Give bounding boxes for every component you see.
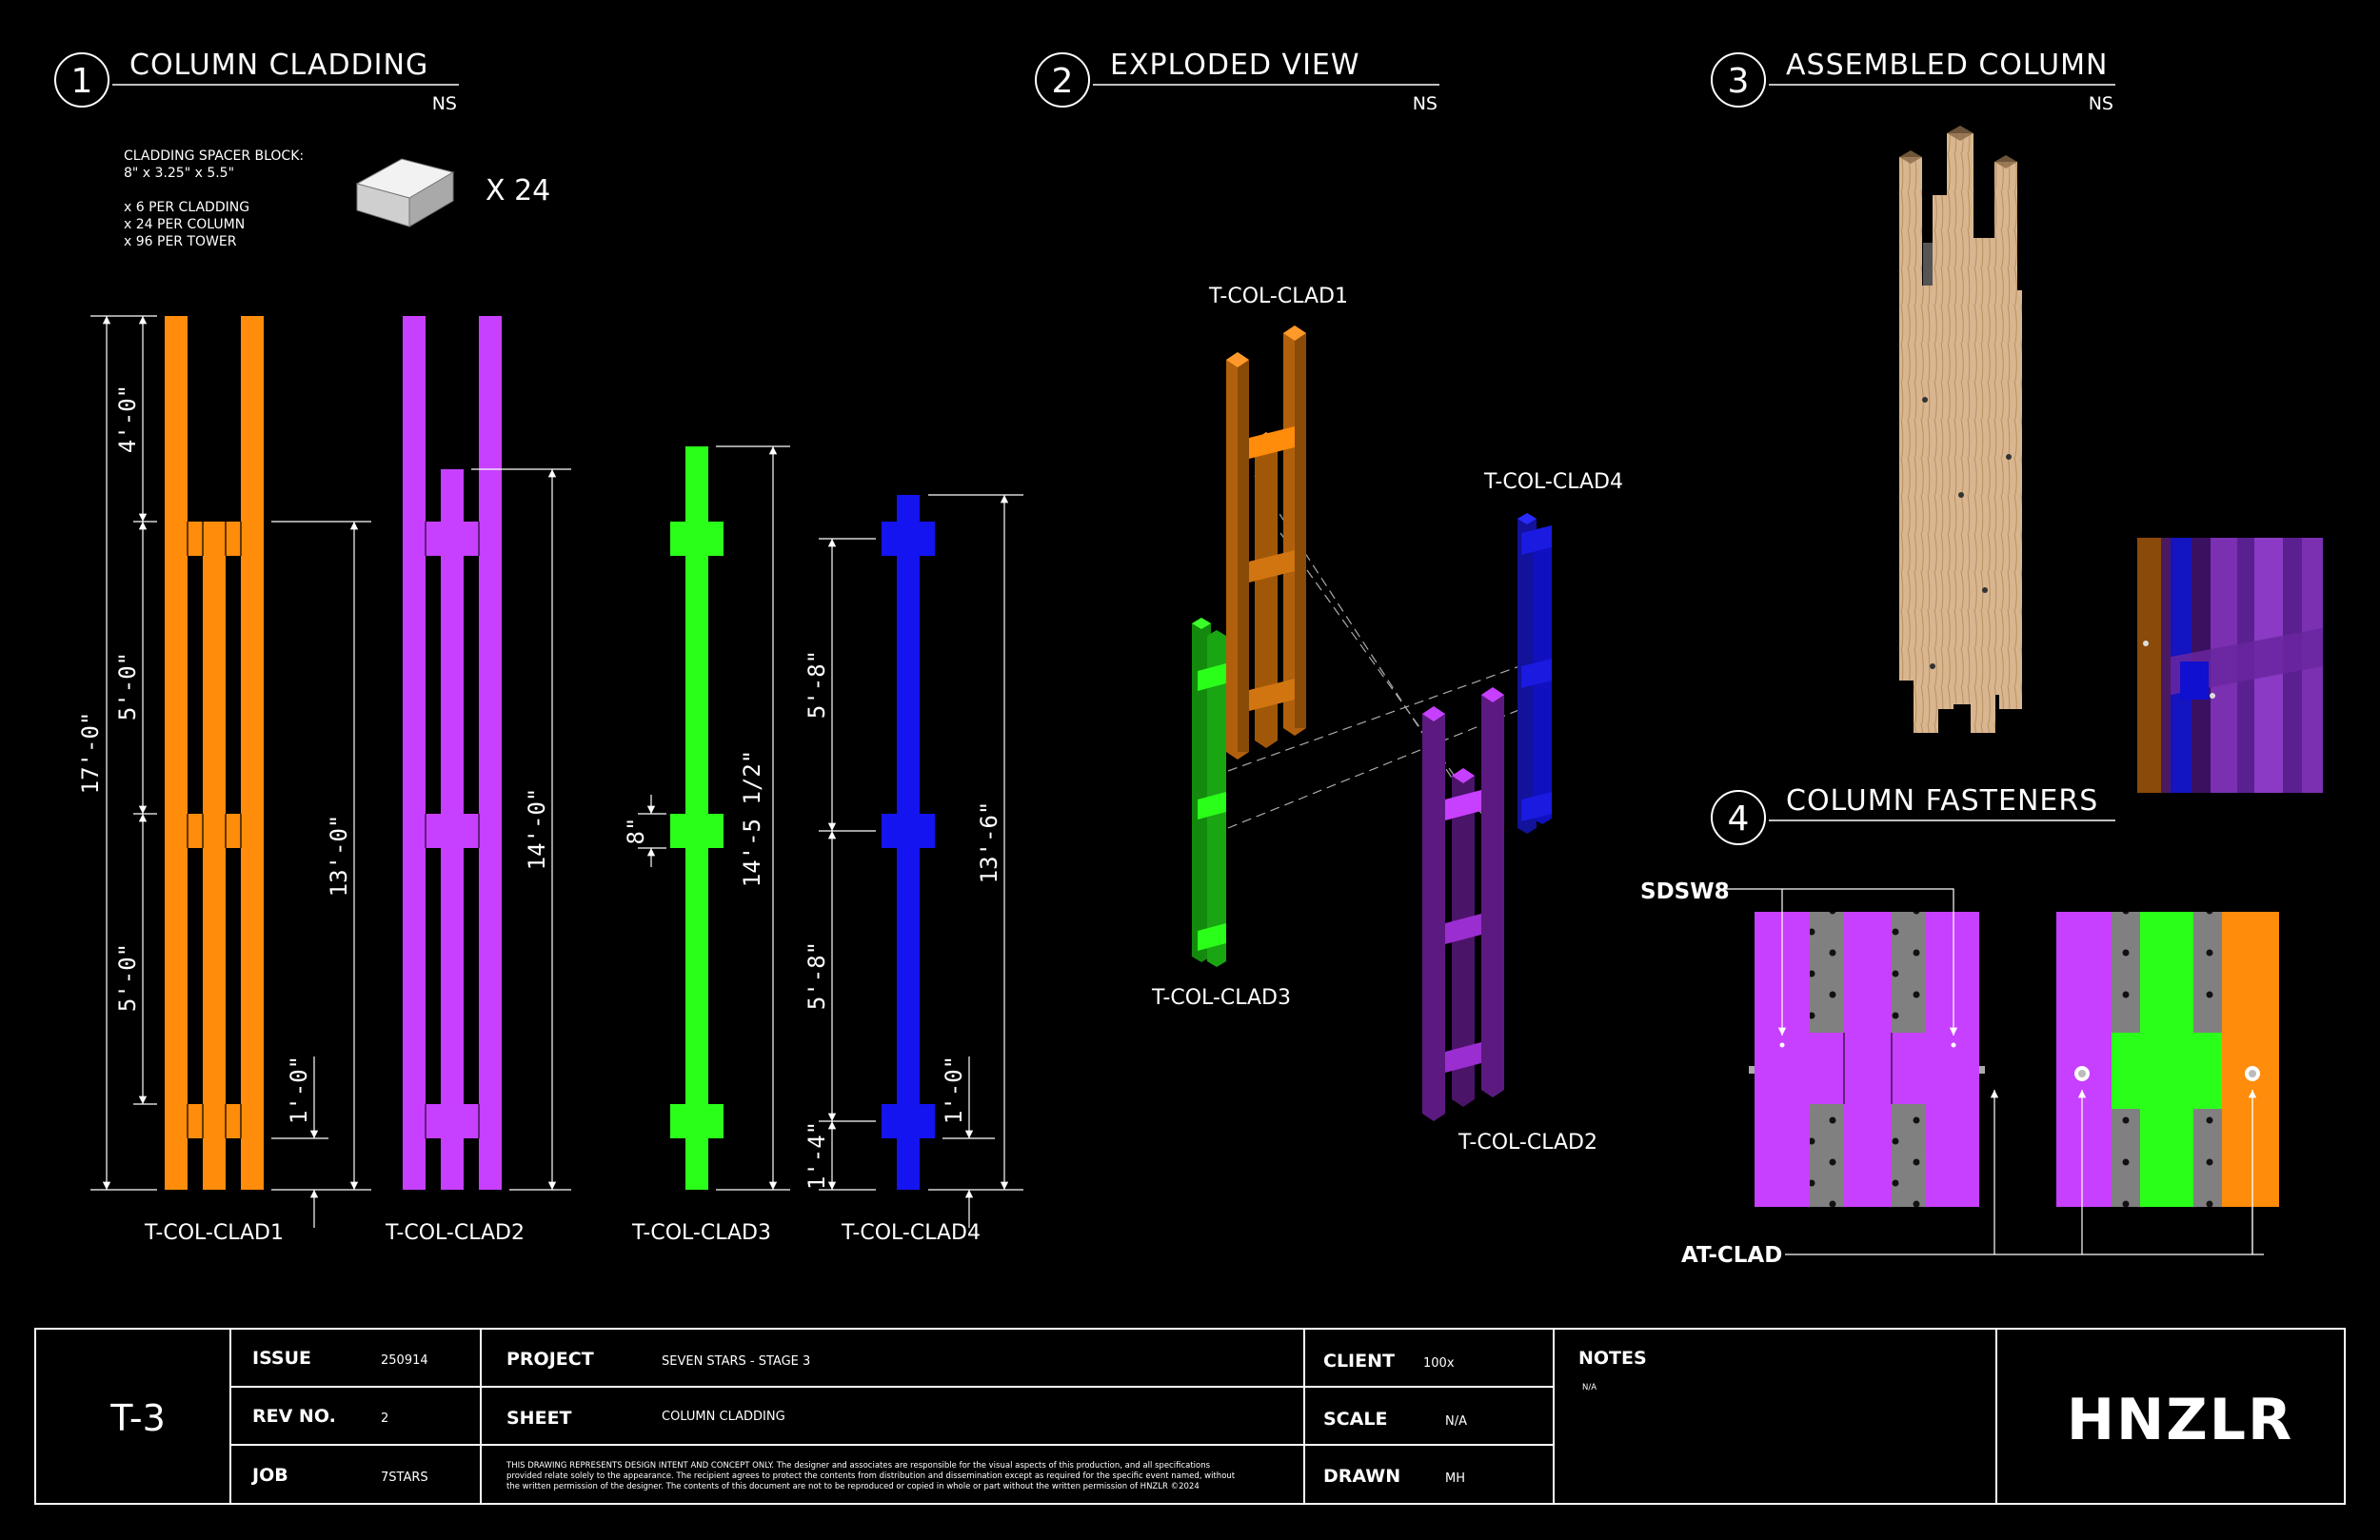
dim-middle-segment-1: 5'-0" [114,652,141,721]
spacer-block-icon [355,158,455,227]
label-clad4: T-COL-CLAD4 [841,1221,981,1245]
hnzlr-logo: HNZLR [2067,1387,2293,1453]
job-label: JOB [250,1465,288,1486]
spacer-per-tower: x 96 PER TOWER [124,234,237,249]
client-label: CLIENT [1323,1351,1395,1372]
drawn-value: MH [1445,1471,1465,1486]
section-1-number: 1 [71,62,93,101]
exploded-clad4 [1517,513,1552,834]
section-3-number: 3 [1728,62,1750,101]
dim-top-segment: 4'-0" [114,385,141,453]
spacer-title: CLADDING SPACER BLOCK: [124,148,304,164]
dim-clad4-seg2: 5'-8" [803,941,830,1010]
section-4-number: 4 [1728,800,1750,839]
elevation-clad2: 14'-0" T-COL-CLAD2 [385,316,571,1245]
notes-value: N/A [1582,1383,1597,1392]
section-2-number: 2 [1052,62,1074,101]
elevation-clad4: 5'-8" 5'-8" 1'-4" 1'-0" 13'-6" T-COL-CLA… [803,494,1023,1245]
label-clad3: T-COL-CLAD3 [631,1221,771,1245]
spacer-block-note: CLADDING SPACER BLOCK: 8" x 3.25" x 5.5"… [124,148,550,249]
dim-height-clad4: 13'-6" [976,801,1002,884]
fastener-leaders [1725,888,2264,1255]
section-2-scale: NS [1413,93,1438,114]
section-1-header: 1 COLUMN CLADDING NS [54,49,459,114]
dim-clad4-base2: 1'-0" [941,1056,967,1124]
dim-middle-segment-2: 5'-0" [114,943,141,1012]
job-value: 7STARS [381,1471,428,1485]
drawn-label: DRAWN [1323,1466,1400,1487]
dim-height-clad2: 14'-0" [524,788,550,871]
spacer-per-cladding: x 6 PER CLADDING [124,200,249,215]
dim-height-13ft: 13'-0" [326,815,352,898]
label-clad2: T-COL-CLAD2 [385,1221,525,1245]
exploded-label-clad4: T-COL-CLAD4 [1483,470,1623,494]
exploded-label-clad1: T-COL-CLAD1 [1208,285,1348,308]
notes-label: NOTES [1578,1348,1647,1369]
dim-height-clad3: 14'-5 1/2" [739,750,765,888]
scale-label: SCALE [1323,1409,1387,1430]
spacer-per-column: x 24 PER COLUMN [124,217,245,232]
label-sdsw8: SDSW8 [1640,879,1730,904]
section-2-title: EXPLODED VIEW [1110,49,1360,82]
client-value: 100x [1423,1356,1455,1371]
dim-clad4-seg1: 5'-8" [803,650,830,719]
label-clad1: T-COL-CLAD1 [144,1221,284,1245]
section-3-title: ASSEMBLED COLUMN [1786,49,2108,82]
elevation-clad3: 8" 14'-5 1/2" T-COL-CLAD3 [623,445,790,1245]
exploded-clad2 [1422,687,1504,1121]
dim-block-height: 8" [623,818,649,845]
section-3-header: 3 ASSEMBLED COLUMN NS [1711,49,2115,114]
project-label: PROJECT [506,1349,594,1370]
section-1-scale: NS [432,93,457,114]
exploded-label-clad3: T-COL-CLAD3 [1151,986,1291,1010]
assembled-column [1899,126,2022,733]
exploded-view: T-COL-CLAD1 T-COL-CLAD4 T-COL-CLAD3 [1151,285,1623,1155]
spacer-size: 8" x 3.25" x 5.5" [124,166,234,181]
disclaimer-line-2: provided relate solely to the appearance… [506,1471,1236,1481]
fastener-detail-left [1749,912,1985,1207]
issue-label: ISSUE [252,1348,311,1369]
sheet-number: T-3 [109,1397,166,1439]
disclaimer-line-1: THIS DRAWING REPRESENTS DESIGN INTENT AN… [506,1461,1211,1471]
section-2-header: 2 EXPLODED VIEW NS [1035,49,1439,114]
label-at-clad: AT-CLAD [1681,1243,1782,1268]
assembled-detail-inset [2137,538,2323,793]
dim-overall-height-clad1: 17'-0" [77,712,104,795]
title-block: T-3 ISSUE 250914 REV NO. 2 JOB 7STARS PR… [34,1328,2346,1505]
issue-value: 250914 [381,1353,428,1368]
sheet-value: COLUMN CLADDING [662,1410,785,1424]
rev-label: REV NO. [252,1406,336,1427]
exploded-label-clad2: T-COL-CLAD2 [1458,1131,1597,1155]
dim-base-clad1: 1'-0" [286,1056,312,1124]
dim-clad4-base: 1'-4" [803,1121,830,1190]
spacer-count: X 24 [486,174,550,207]
section-4-header: 4 COLUMN FASTENERS [1711,784,2115,845]
sheet-label: SHEET [506,1408,572,1429]
fastener-detail-right [2056,912,2279,1207]
section-3-scale: NS [2089,93,2113,114]
rev-value: 2 [381,1412,388,1426]
exploded-clad1 [1226,326,1306,760]
elevation-clad1: 17'-0" 4'-0" 5'-0" 5'-0" 1'-0" 13'-0" T-… [77,315,371,1245]
section-4-title: COLUMN FASTENERS [1786,784,2098,818]
project-value: SEVEN STARS - STAGE 3 [662,1354,810,1369]
scale-value: N/A [1445,1414,1467,1429]
exploded-clad3 [1192,618,1226,967]
section-1-title: COLUMN CLADDING [129,49,428,82]
disclaimer-line-3: the written permission of the designer. … [506,1482,1200,1491]
